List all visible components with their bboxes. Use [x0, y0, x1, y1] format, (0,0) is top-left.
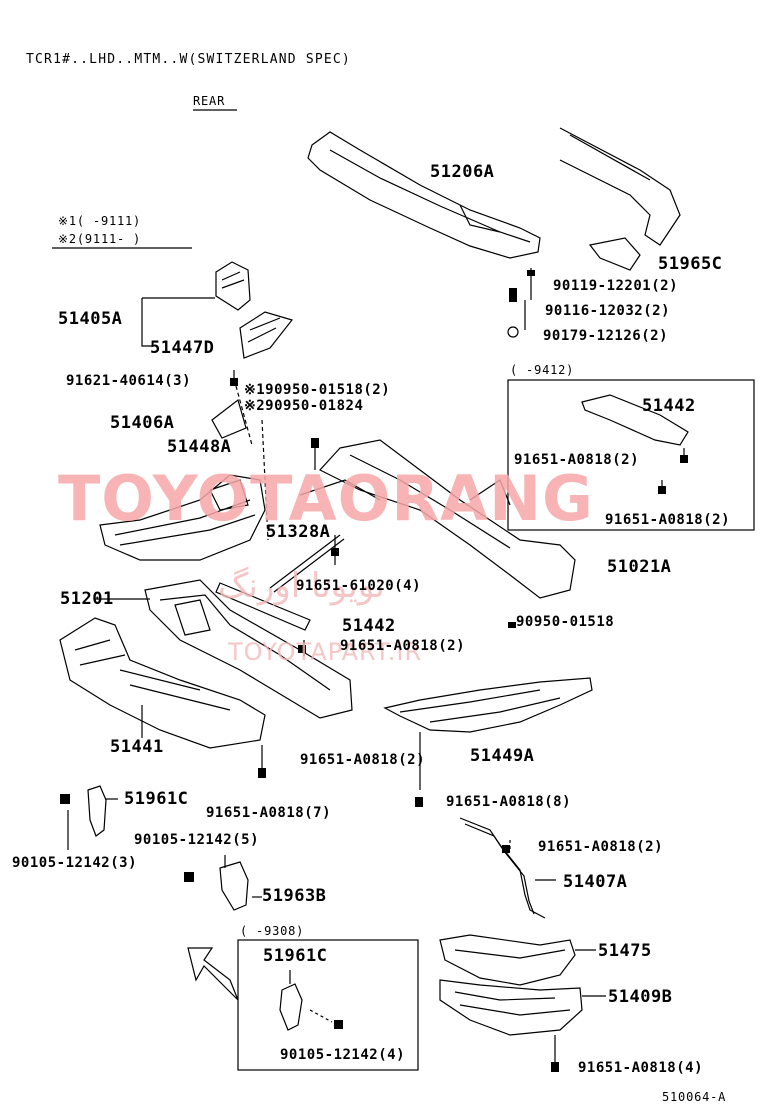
label-90950-01518-note1[interactable]: ※190950-01518(2): [244, 382, 391, 398]
label-91651-A0818-d[interactable]: 91651-A0818(2): [300, 752, 426, 768]
label-51961C-b[interactable]: 51961C: [263, 946, 328, 966]
label-91621-40614[interactable]: 91621-40614(3): [66, 373, 192, 389]
label-51407A[interactable]: 51407A: [563, 872, 628, 892]
label-51961C-a[interactable]: 51961C: [124, 789, 189, 809]
label-91651-A0818-e[interactable]: 91651-A0818(7): [206, 805, 332, 821]
label-51442[interactable]: 51442: [342, 616, 396, 636]
note-2: ※2(9111- ): [58, 232, 142, 246]
bracket-51405A: [215, 261, 251, 311]
label-91651-A0818-h[interactable]: 91651-A0818(4): [578, 1060, 704, 1076]
label-91651-A0818-box1[interactable]: 91651-A0818(2): [514, 452, 640, 468]
label-51449A[interactable]: 51449A: [470, 746, 535, 766]
rod-51328A: [269, 534, 345, 593]
label-51441[interactable]: 51441: [110, 737, 164, 757]
label-91651-A0818-box2[interactable]: 91651-A0818(2): [605, 512, 731, 528]
label-51021A[interactable]: 51021A: [607, 557, 672, 577]
range-box-lower: [237, 939, 419, 1071]
range-upper: ( -9412): [510, 363, 575, 377]
label-51405A[interactable]: 51405A: [58, 309, 123, 329]
label-51442-box[interactable]: 51442: [642, 396, 696, 416]
watermark-url: TOYOTAPART.IR: [228, 638, 423, 666]
label-51447D[interactable]: 51447D: [150, 338, 215, 358]
reference-number: 510064-A: [662, 1090, 727, 1104]
label-91651-61020[interactable]: 91651-61020(4): [296, 578, 422, 594]
crossmember-51206A: [307, 127, 681, 330]
guard-51448A: [99, 474, 266, 561]
cover-51441: [59, 617, 266, 770]
label-51409B[interactable]: 51409B: [608, 987, 673, 1007]
label-51963B[interactable]: 51963B: [262, 886, 327, 906]
page-title: TCR1#..LHD..MTM..W(SWITZERLAND SPEC): [26, 52, 351, 67]
range-box-upper: [507, 379, 755, 531]
note-1: ※1( -9111): [58, 214, 142, 228]
guard-51449A: [383, 677, 593, 790]
label-51448A[interactable]: 51448A: [167, 437, 232, 457]
label-51475[interactable]: 51475: [598, 941, 652, 961]
label-90105-12142-b[interactable]: 90105-12142(3): [12, 855, 138, 871]
label-51206A[interactable]: 51206A: [430, 162, 495, 182]
label-91651-A0818-f[interactable]: 91651-A0818(8): [446, 794, 572, 810]
label-90950-01518[interactable]: 90950-01518: [516, 614, 615, 630]
bracket-51963B: [219, 855, 262, 911]
label-90179-12126[interactable]: 90179-12126(2): [543, 328, 669, 344]
label-51201[interactable]: 51201: [60, 589, 114, 609]
rear-label: REAR: [193, 94, 226, 108]
label-91651-A0818-c[interactable]: 91651-A0818(2): [340, 638, 466, 654]
bracket-51447D: [141, 297, 294, 359]
watermark-main: TOYOTAORANG: [58, 462, 594, 535]
label-51406A[interactable]: 51406A: [110, 413, 175, 433]
plate-51409B: [439, 979, 606, 1062]
frame-51201: [95, 579, 353, 719]
crossmember-51021A: [299, 439, 576, 599]
fasteners: [60, 270, 688, 1072]
rod-51407A: [459, 817, 556, 919]
label-51965C[interactable]: 51965C: [658, 254, 723, 274]
direction-arrow: [187, 947, 239, 1001]
label-90116-12032[interactable]: 90116-12032(2): [545, 303, 671, 319]
label-90105-12142-c[interactable]: 90105-12142(4): [280, 1047, 406, 1063]
label-51328A[interactable]: 51328A: [266, 522, 331, 542]
range-lower: ( -9308): [240, 924, 305, 938]
bracket-51961C-b: [279, 970, 333, 1031]
watermark-fa: تویوتا اورنگ: [218, 566, 385, 606]
label-90119-12201[interactable]: 90119-12201(2): [553, 278, 679, 294]
label-90950-01824-note2[interactable]: ※290950-01824: [244, 398, 364, 414]
label-91651-A0818-g[interactable]: 91651-A0818(2): [538, 839, 664, 855]
bracket-51961C-a: [67, 785, 118, 850]
label-90105-12142-a[interactable]: 90105-12142(5): [134, 832, 260, 848]
plate-51475: [439, 934, 596, 986]
